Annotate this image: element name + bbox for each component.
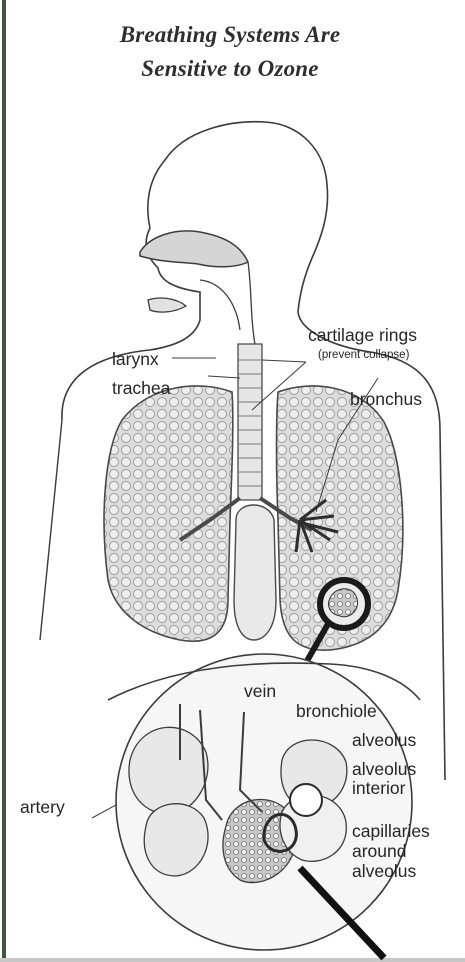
label-capillaries-3: alveolus [352,862,416,880]
label-prevent-collapse: (prevent collapse) [318,349,409,361]
throat [248,262,256,350]
label-vein: vein [244,682,276,700]
label-bronchus: bronchus [350,390,422,408]
title-line-2: Sensitive to Ozone [10,56,450,82]
label-alveolus-interior-1: alveolus [352,760,416,778]
label-bronchiole: bronchiole [296,702,377,720]
left-arm-outline [40,420,62,640]
label-capillaries-2: around [352,842,407,860]
label-larynx: larynx [112,350,159,368]
label-cartilage-rings: cartilage rings [308,326,417,344]
bottom-border [0,958,465,962]
tongue [200,280,240,330]
label-capillaries-1: capillaries [352,822,430,840]
label-alveolus-interior-2: interior [352,779,406,797]
label-artery: artery [20,798,65,816]
nasal-cavity [140,231,248,267]
heart [234,505,276,640]
alveolus-interior [290,784,322,816]
trachea [238,344,262,500]
title-line-1: Breathing Systems Are [10,22,450,48]
label-alveolus: alveolus [352,731,416,749]
label-trachea: trachea [112,379,170,397]
left-border [2,0,6,962]
left-lung [104,386,233,641]
mouth [148,298,186,312]
